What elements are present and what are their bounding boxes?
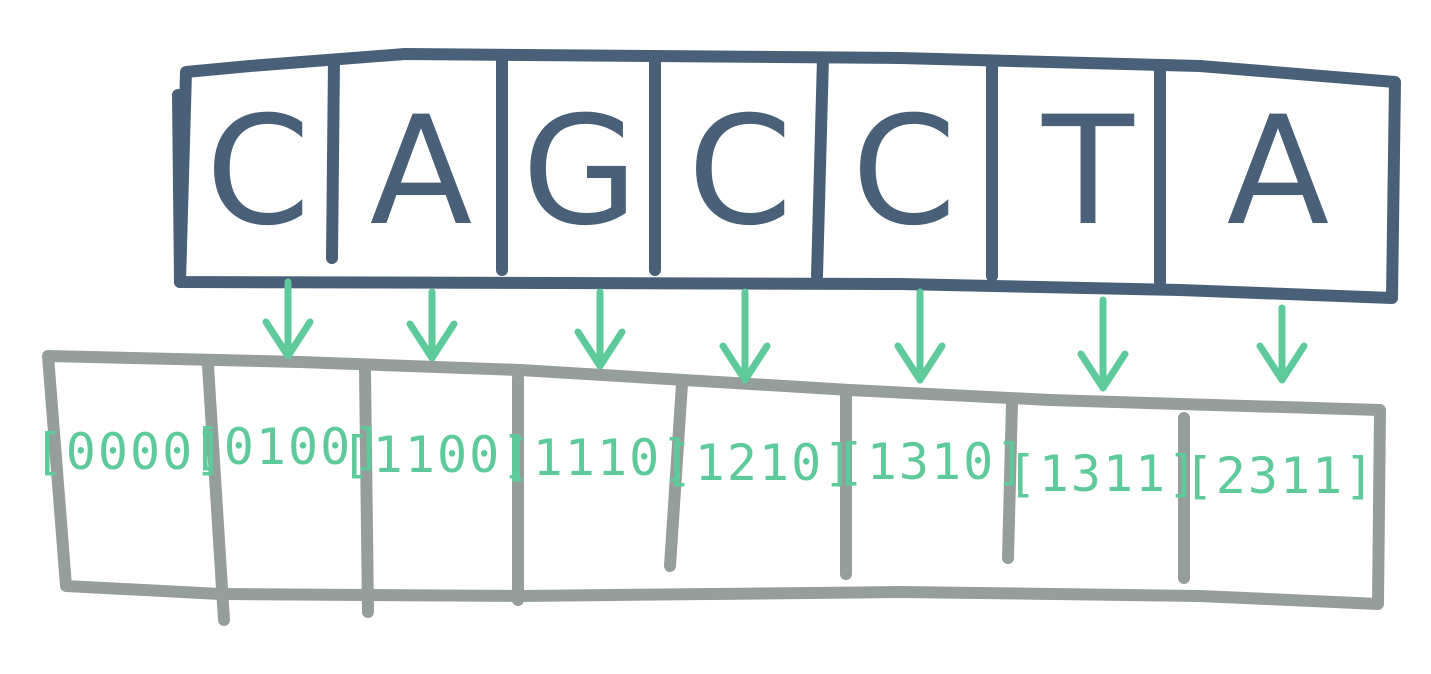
down-arrow-icon — [1077, 296, 1129, 392]
down-arrow-icon — [406, 288, 458, 362]
count-label: [1210] — [663, 434, 856, 492]
down-arrow-icon — [719, 288, 771, 384]
sequence-box-left-edge — [172, 89, 186, 288]
sequence-divider — [811, 52, 829, 282]
count-label: [1311] — [1007, 445, 1200, 503]
count-array-box: [0000][0100][1100][1110][1210][1310][131… — [34, 350, 1386, 626]
count-divider — [359, 364, 374, 618]
count-label: [0000] — [34, 423, 227, 481]
down-arrow-icon — [1256, 304, 1308, 384]
count-divider — [1002, 396, 1018, 564]
arrows-group — [262, 278, 1308, 392]
count-divider — [202, 360, 230, 626]
sequence-letter: C — [688, 85, 793, 259]
down-arrow-icon — [894, 288, 946, 384]
sequence-letter: C — [852, 85, 957, 259]
count-divider — [664, 378, 688, 572]
sequence-letter: A — [370, 85, 473, 259]
sequence-letter: G — [522, 85, 638, 259]
sequence-letter: C — [206, 85, 311, 259]
count-label: [1110] — [501, 429, 694, 487]
down-arrow-icon — [574, 288, 626, 370]
count-label: [1310] — [835, 433, 1028, 491]
sequence-letter: A — [1227, 85, 1330, 259]
down-arrow-icon — [262, 278, 314, 360]
sequence-box-outline — [174, 48, 1401, 304]
sequence-divider — [326, 54, 340, 264]
count-label: [2311] — [1184, 447, 1377, 505]
count-label: [0100] — [192, 418, 385, 476]
sequence-letter: T — [1041, 85, 1135, 259]
count-label: [1100] — [341, 426, 534, 484]
